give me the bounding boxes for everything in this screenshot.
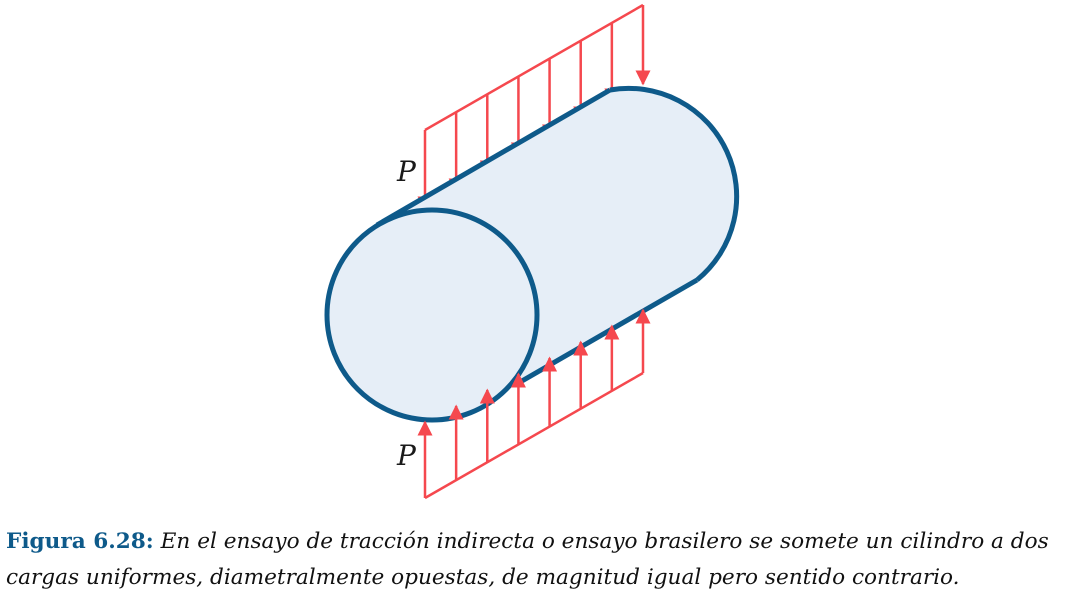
- caption-label: Figura 6.28:: [6, 529, 154, 554]
- cylinder-back-edge: [609, 85, 740, 282]
- cylinder-diagram: P P: [324, 3, 740, 500]
- top-load-frame: [424, 3, 644, 132]
- figure-caption: Figura 6.28: En el ensayo de tracción in…: [6, 524, 1082, 596]
- bottom-distributed-load: [417, 308, 651, 500]
- caption-text: En el ensayo de tracción indirecta o ens…: [6, 529, 1049, 590]
- load-label-bottom: P: [396, 439, 417, 472]
- top-distributed-load: [417, 3, 651, 212]
- cylinder-front-face: [324, 207, 540, 423]
- cylinder-top-edge: [375, 87, 612, 228]
- bottom-load-frame: [424, 371, 644, 500]
- load-label-top: P: [396, 155, 417, 188]
